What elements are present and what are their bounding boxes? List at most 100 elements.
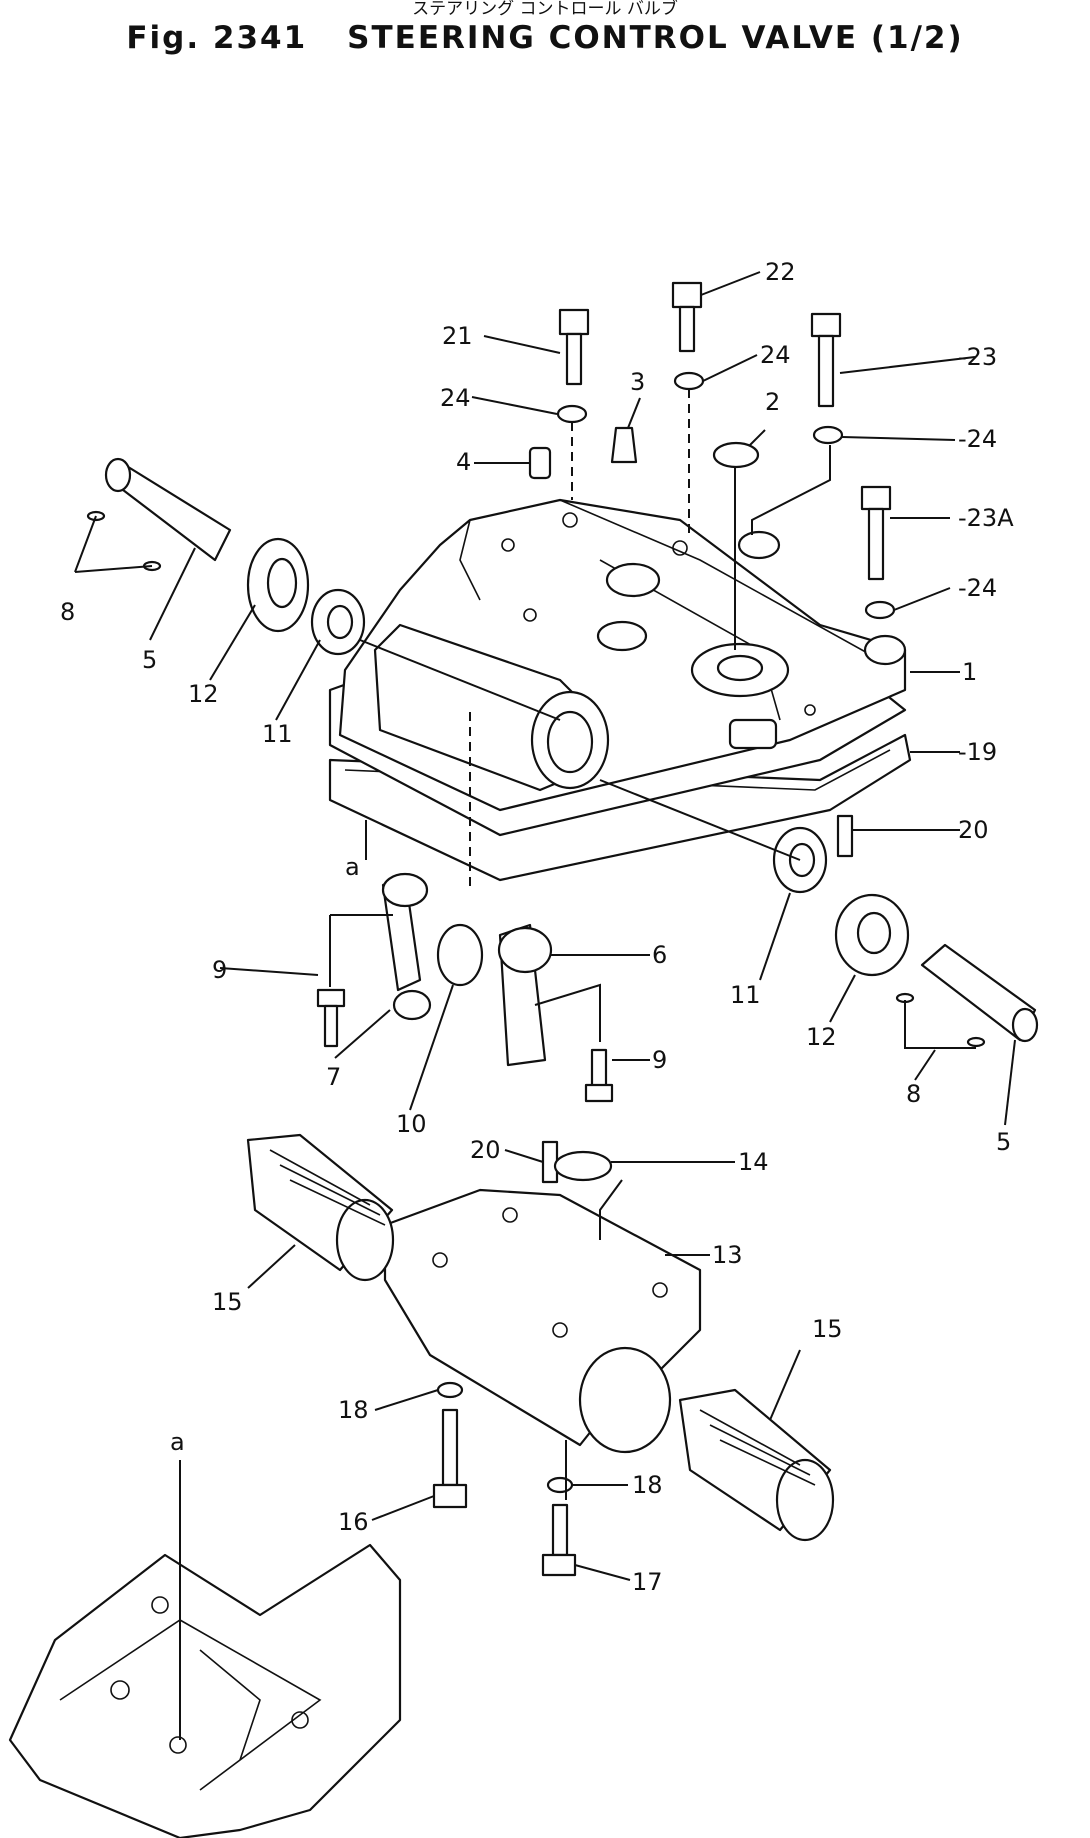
callout-3: 3 (630, 368, 645, 396)
bushing-11-left (310, 588, 366, 656)
callout-7: 7 (326, 1063, 341, 1091)
callout-4: 4 (456, 448, 471, 476)
leader-2 (749, 429, 766, 446)
callout-18-upper: 18 (338, 1396, 369, 1424)
plug-3 (610, 426, 638, 464)
callout-11-left: 11 (262, 720, 293, 748)
plug-4 (528, 446, 552, 480)
leader-23 (839, 356, 976, 374)
assembly-line-23 (751, 445, 831, 535)
callout-15-right: 15 (812, 1315, 843, 1343)
leader-20-lower (504, 1149, 544, 1163)
spool-pin-right (920, 943, 1039, 1043)
washer-18-lower (546, 1476, 574, 1494)
callout-1: 1 (962, 658, 977, 686)
callout-24-a: 24 (440, 384, 471, 412)
assembly-line-14 (599, 1179, 623, 1240)
piston-15-left (246, 1133, 395, 1282)
title-text: STEERING CONTROL VALVE (1/2) (347, 20, 964, 56)
leader-21 (483, 335, 561, 354)
leader-7 (334, 1009, 391, 1059)
leader-11-right (759, 892, 791, 981)
lever-6 (497, 923, 553, 1067)
leader-15-left (247, 1244, 296, 1289)
callout-20-lower: 20 (470, 1136, 501, 1164)
reference-view-a (8, 1543, 402, 1838)
washer-24-b (673, 371, 705, 391)
callout-17: 17 (632, 1568, 663, 1596)
callout-23: -23 (958, 343, 997, 371)
callout-16: 16 (338, 1508, 369, 1536)
pin-20-upper (836, 814, 854, 858)
leader-12-left (209, 604, 256, 681)
seal-12-left (246, 537, 310, 633)
leader-15-right (769, 1349, 801, 1421)
leader-16 (371, 1495, 435, 1521)
assembly-line-spool-left (359, 639, 561, 721)
callout-12-left: 12 (188, 680, 219, 708)
leader-3 (627, 397, 641, 429)
washer-18-upper (436, 1381, 464, 1399)
callout-9-left: 9 (212, 956, 227, 984)
callout-2: 2 (765, 388, 780, 416)
callout-5-right: 5 (996, 1128, 1011, 1156)
callout-8-left: 8 (60, 598, 75, 626)
callout-21: 21 (442, 322, 473, 350)
leader-8-right (904, 1000, 976, 1081)
leader-10 (409, 984, 454, 1111)
bolt-17 (541, 1503, 577, 1577)
callout-a-lower: a (170, 1428, 185, 1456)
lever-7 (381, 872, 432, 1021)
callout-20-upper: 20 (958, 816, 989, 844)
callout-24-c: -24 (958, 425, 997, 453)
bracket-9-left (329, 914, 393, 987)
sleeve-10 (436, 923, 484, 987)
key-8-right-b (966, 1036, 986, 1048)
spool-pin-left (104, 457, 232, 562)
leader-5-right (1004, 1039, 1016, 1126)
leader-12-right (829, 974, 856, 1023)
screw-9-left (316, 988, 346, 1048)
callout-9-right: 9 (652, 1046, 667, 1074)
leader-5-left (149, 547, 196, 641)
callout-11-right: 11 (730, 981, 761, 1009)
bracket-9-right (534, 983, 601, 1042)
figure-number: Fig. 2341 (126, 20, 308, 56)
callout-14: 14 (738, 1148, 769, 1176)
leader-9-left (219, 967, 319, 976)
bolt-23a (860, 485, 892, 581)
bolt-21 (558, 308, 590, 386)
leader-18-upper (374, 1389, 439, 1411)
lower-block-13 (383, 1188, 702, 1454)
bolt-23 (810, 312, 842, 408)
callout-23a: -23A (958, 504, 1014, 532)
spool-housing (373, 623, 610, 792)
leader-17 (574, 1564, 631, 1581)
callout-24-b: 24 (760, 341, 791, 369)
assembly-line-spool-right (599, 779, 801, 861)
o-ring-14 (553, 1150, 613, 1182)
leader-11-left (275, 639, 321, 721)
callout-13: 13 (712, 1241, 743, 1269)
callout-6: 6 (652, 941, 667, 969)
washer-24-a (556, 404, 588, 424)
bushing-11-right (772, 826, 828, 894)
callout-15-left: 15 (212, 1288, 243, 1316)
diagram-title: Fig. 2341 STEERING CONTROL VALVE (1/2) (0, 20, 1090, 56)
leader-24-b (702, 354, 758, 382)
callout-a-upper: a (345, 853, 360, 881)
callout-5-left: 5 (142, 646, 157, 674)
leader-8-left (74, 515, 153, 573)
japanese-title: ステアリング コントロール バルブ (412, 0, 678, 19)
callout-12-right: 12 (806, 1023, 837, 1051)
callout-24-d: -24 (958, 574, 997, 602)
seal-12-right (834, 893, 910, 977)
callout-8-right: 8 (906, 1080, 921, 1108)
leader-24-a (471, 396, 558, 415)
leader-22 (700, 271, 761, 296)
callout-18-lower: 18 (632, 1471, 663, 1499)
washer-24-c (812, 425, 844, 445)
callout-22: 22 (765, 258, 796, 286)
